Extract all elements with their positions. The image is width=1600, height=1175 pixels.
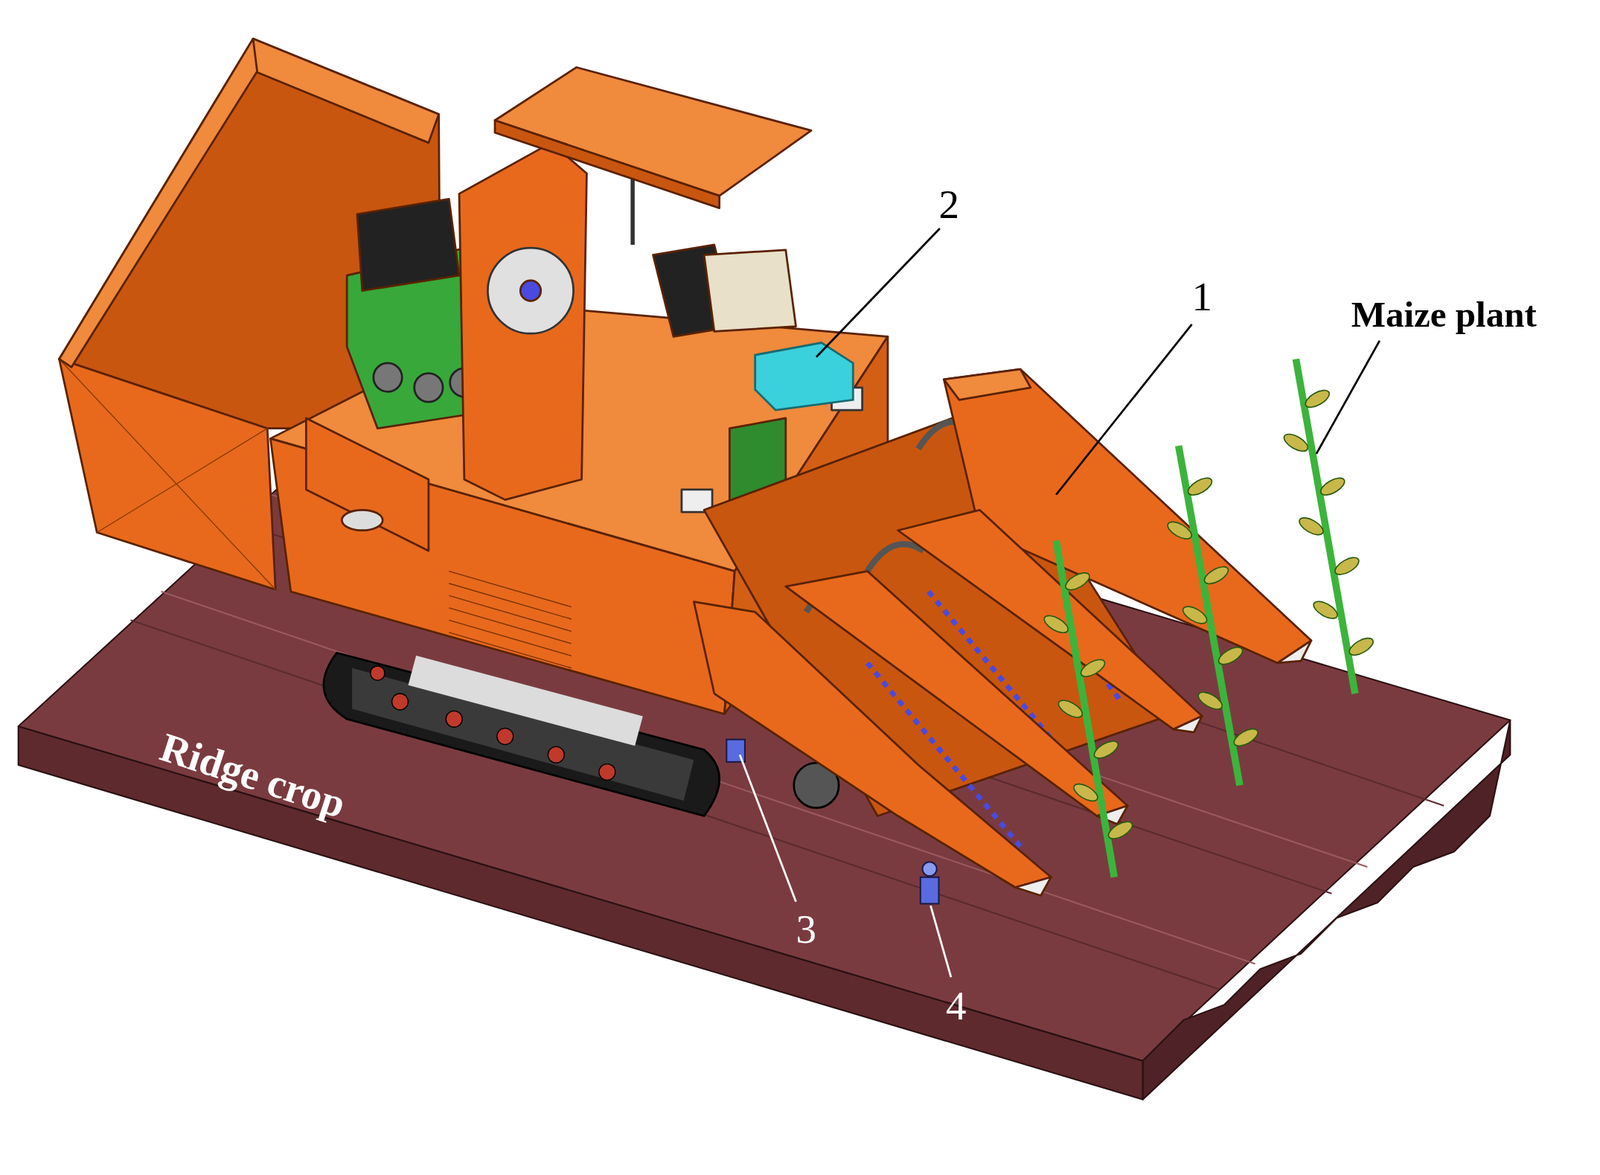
sensor-parts	[726, 739, 939, 905]
callout-number: 2	[938, 183, 960, 225]
controller-box	[755, 343, 854, 411]
callout-number: 4	[945, 984, 967, 1026]
cab-roof	[494, 66, 812, 245]
leader-lines	[739, 228, 1380, 978]
callout-number: 1	[1191, 275, 1213, 317]
corn-header	[693, 369, 1312, 896]
callout-number: 3	[795, 907, 817, 949]
plant-label: Maize plant	[1351, 296, 1537, 333]
